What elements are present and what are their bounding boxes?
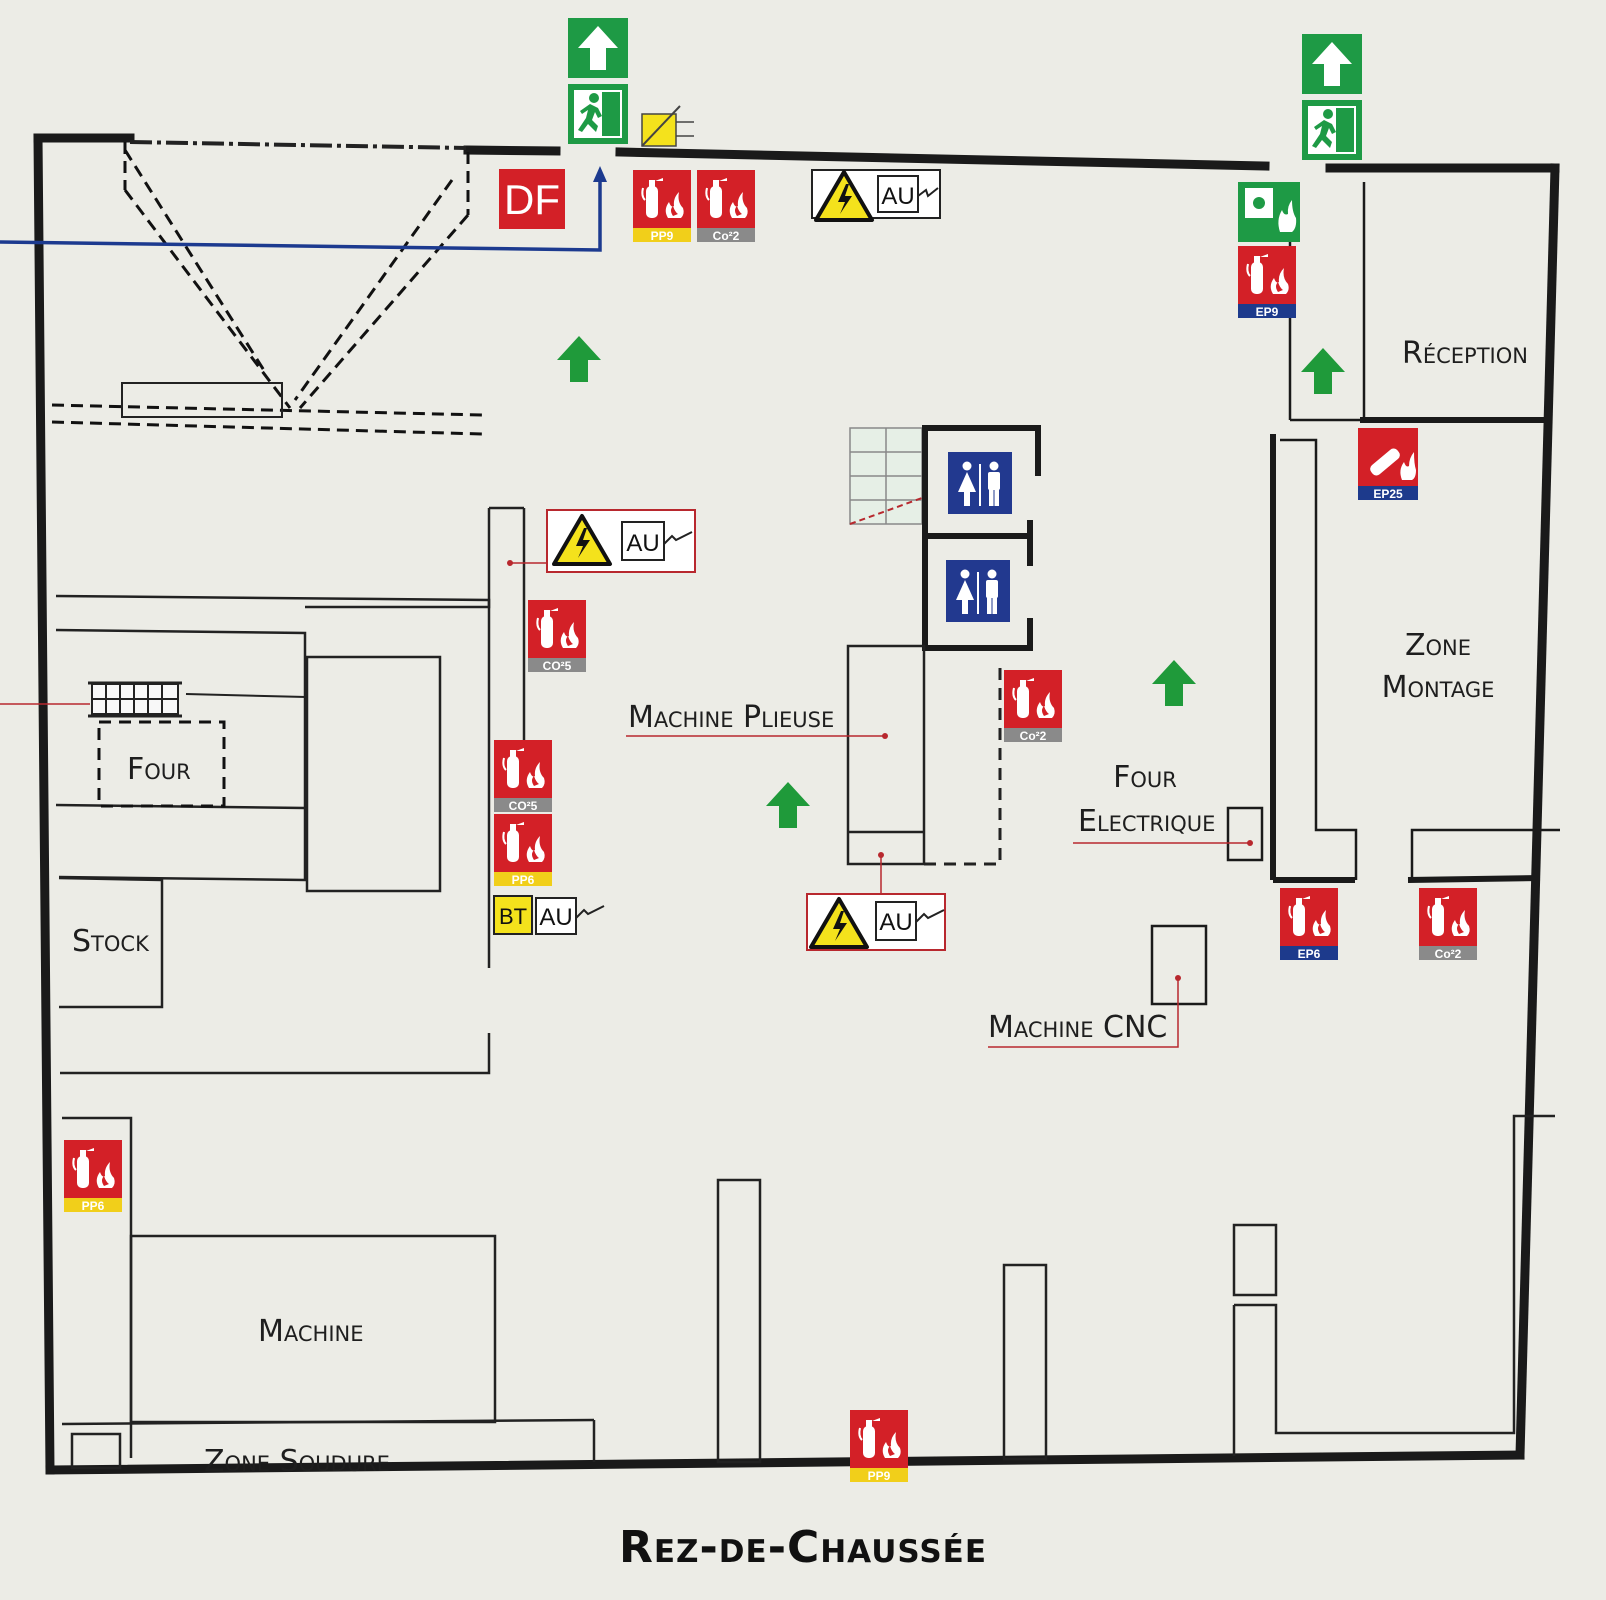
svg-text:AU: AU (626, 530, 659, 557)
label-four-electrique-1: Four (1113, 760, 1177, 795)
label-stock: Stock (72, 924, 149, 959)
central-column (487, 506, 526, 968)
toilet-icon (948, 452, 1012, 514)
extinguisher-co-5-column: CO²5 (493, 739, 553, 813)
label-machine-plieuse: Machine Plieuse (628, 700, 835, 735)
fire-extinguisher-icon (632, 169, 692, 229)
svg-text:EP9: EP9 (1256, 305, 1279, 319)
left-zone-walls (55, 594, 491, 1075)
right-zone-walls (1150, 182, 1560, 1006)
extinguisher-ep6: EP6 (1279, 887, 1339, 961)
bt-au-box: BT AU (493, 895, 605, 935)
svg-text:Co²2: Co²2 (1435, 947, 1462, 961)
fire-extinguisher-icon (527, 599, 587, 659)
evacuation-route (0, 172, 602, 252)
direction-arrow-icon (1152, 660, 1196, 706)
svg-text:Co²2: Co²2 (1020, 729, 1047, 743)
ladder (88, 681, 182, 718)
svg-text:EP25: EP25 (1373, 487, 1403, 501)
roll-door-opening (129, 140, 467, 150)
exit-up-arrow-icon (1302, 34, 1362, 94)
svg-text:AU: AU (539, 904, 572, 931)
overhead-crane (51, 142, 483, 436)
four-area (97, 720, 226, 808)
emergency-exit-icon (568, 84, 628, 144)
label-machine: Machine (258, 1314, 364, 1349)
emergency-exit-icon (1302, 100, 1362, 160)
extinguisher-ep25: EP25 (1358, 428, 1418, 501)
machine-plieuse-outline (846, 644, 1002, 866)
direction-arrow-icon (1301, 348, 1345, 394)
outer-walls (33, 133, 1560, 1475)
fire-extinguisher-icon (493, 813, 553, 873)
fire-extinguisher-icon (1003, 669, 1063, 729)
fire-extinguisher-icon (849, 1409, 909, 1469)
extinguisher-co2-5-center: CO²5 (527, 599, 587, 673)
au-box-bottom: AU (806, 893, 946, 951)
svg-text:DF: DF (504, 176, 560, 223)
svg-text:PP9: PP9 (651, 229, 674, 243)
extinguisher-pp9-bottom: PP9 (849, 1409, 909, 1483)
direction-arrow-icon (766, 782, 810, 828)
stairs-edge (849, 497, 923, 525)
extinguisher-pp9-top: PP9 (632, 169, 692, 243)
svg-text:PP9: PP9 (868, 1469, 891, 1483)
extinguisher-co2-wc: Co²2 (1003, 669, 1063, 743)
df-sign: DF (499, 169, 565, 229)
label-pointers (510, 562, 1250, 1048)
svg-text:PP6: PP6 (512, 873, 535, 887)
extinguisher-ep9: EP9 (1237, 245, 1297, 319)
evacuation-arrowhead (593, 166, 607, 182)
label-four-electrique-2: Electrique (1078, 804, 1216, 839)
svg-text:BT: BT (499, 904, 527, 929)
label-four: Four (127, 752, 191, 787)
fire-extinguisher-icon (63, 1139, 123, 1199)
fire-extinguisher-icon (493, 739, 553, 799)
extinguisher-co2-top: Co²2 (696, 169, 756, 243)
extinguisher-pp6-column: PP6 (493, 813, 553, 887)
label-machine-cnc: Machine CNC (988, 1010, 1168, 1045)
label-reception: Réception (1402, 336, 1528, 371)
svg-text:AU: AU (881, 183, 914, 210)
svg-text:AU: AU (879, 909, 912, 936)
svg-text:Co²2: Co²2 (713, 229, 740, 243)
fire-extinguisher-icon (1237, 245, 1297, 305)
exit-up-arrow-icon (568, 18, 628, 78)
exit-sign-left (568, 18, 628, 144)
stairs (849, 427, 923, 525)
label-zone-montage-1: Zone (1404, 628, 1472, 663)
toilet-icon (946, 560, 1010, 622)
alarm-button-icon (1238, 182, 1300, 242)
extinguisher-co2-montage: Co²2 (1418, 887, 1478, 961)
bottom-structures (61, 1114, 1555, 1470)
fire-extinguisher-icon (696, 169, 756, 229)
svg-text:CO²5: CO²5 (543, 659, 572, 673)
au-box-top: AU (811, 169, 941, 222)
crane-beam (121, 382, 283, 418)
label-zone-montage-2: Montage (1381, 670, 1495, 705)
fire-extinguisher-icon (1279, 887, 1339, 947)
au-box-center: AU (546, 509, 696, 573)
extinguisher-pp6-left: PP6 (63, 1139, 123, 1213)
svg-text:EP6: EP6 (1298, 947, 1321, 961)
page-title: Rez-de-Chaussée (618, 1522, 988, 1573)
smoke-detector-icon (641, 105, 694, 147)
svg-text:CO²5: CO²5 (509, 799, 538, 813)
svg-text:PP6: PP6 (82, 1199, 105, 1213)
label-zone-soudure: Zone Soudure (204, 1444, 390, 1479)
direction-arrow-icon (557, 336, 601, 382)
exit-sign-right (1302, 34, 1362, 160)
fire-extinguisher-icon (1418, 887, 1478, 947)
